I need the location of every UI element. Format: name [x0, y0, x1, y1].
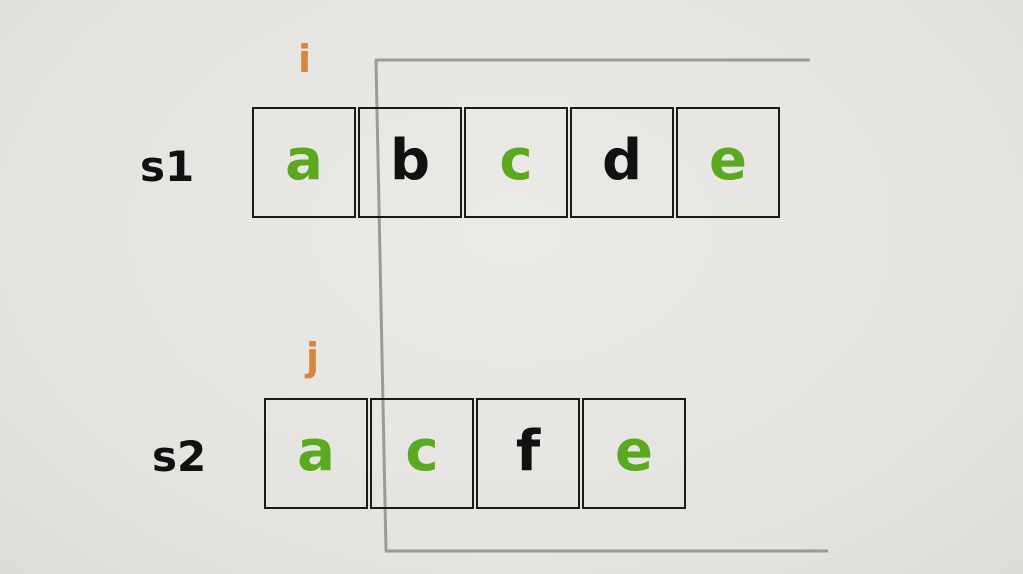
pointer-i: i	[298, 37, 312, 81]
s1-cell: c	[464, 107, 568, 218]
s1-label: s1	[140, 142, 195, 191]
s2-cell: a	[264, 398, 368, 509]
s2-cell: c	[370, 398, 474, 509]
pointer-j: j	[306, 335, 320, 379]
s2-label: s2	[152, 432, 207, 481]
s1-row: a b c d e	[252, 107, 782, 218]
s1-cell: d	[570, 107, 674, 218]
s2-cell: e	[582, 398, 686, 509]
s1-cell: b	[358, 107, 462, 218]
s1-cell-char: d	[601, 127, 643, 193]
s2-cell-char: c	[405, 418, 439, 484]
s1-cell: e	[676, 107, 780, 218]
s2-cell-char: f	[515, 418, 541, 484]
s2-cell-char: a	[297, 418, 335, 484]
s1-cell-char: e	[709, 127, 747, 193]
s1-cell-char: b	[389, 127, 431, 193]
s1-cell-char: c	[499, 127, 533, 193]
s2-cell-char: e	[615, 418, 653, 484]
s1-cell: a	[252, 107, 356, 218]
s2-cell: f	[476, 398, 580, 509]
s2-row: a c f e	[264, 398, 688, 509]
s1-cell-char: a	[285, 127, 323, 193]
